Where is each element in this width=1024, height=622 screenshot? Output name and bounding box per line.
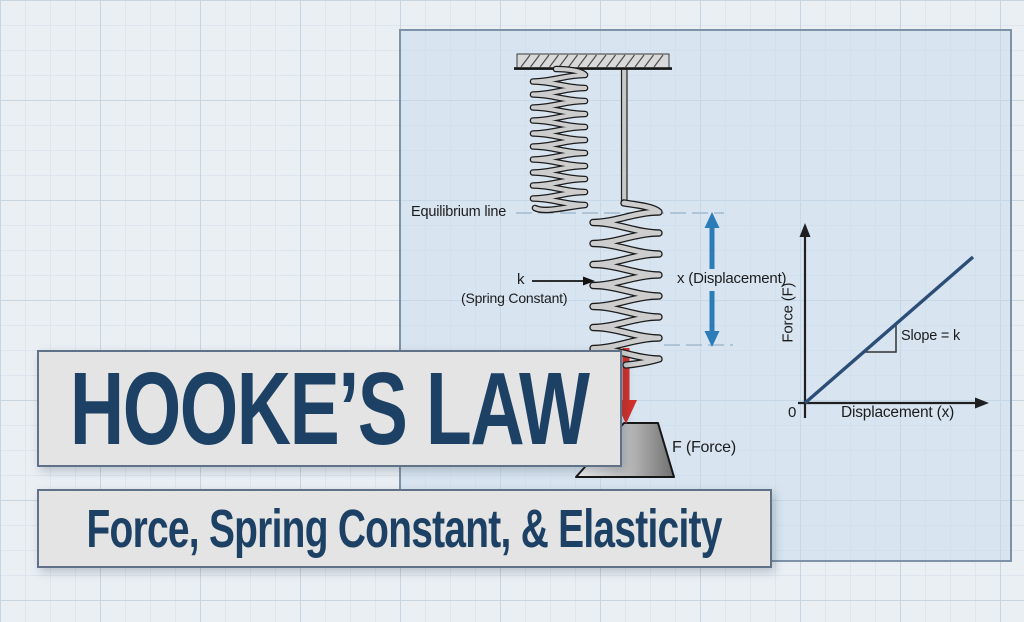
graph-x-axis-label: Displacement (x)	[841, 404, 955, 421]
subtitle-banner: Force, Spring Constant, & Elasticity	[37, 489, 772, 568]
spring-constant-symbol: k	[517, 271, 525, 288]
page-subtitle: Force, Spring Constant, & Elasticity	[86, 498, 723, 559]
spring-constant-label: (Spring Constant)	[461, 290, 568, 306]
title-banner: HOOKE’S LAW	[37, 350, 622, 467]
graph-origin-label: 0	[788, 404, 797, 421]
force-label: F (Force)	[672, 439, 736, 456]
displacement-label: x (Displacement)	[677, 270, 787, 287]
equilibrium-line-label: Equilibrium line	[411, 204, 507, 220]
graph-y-axis-label: Force (F)	[779, 282, 797, 343]
page-title: HOOKE’S LAW	[70, 351, 590, 466]
graph-slope-annotation: Slope = k	[901, 328, 961, 344]
